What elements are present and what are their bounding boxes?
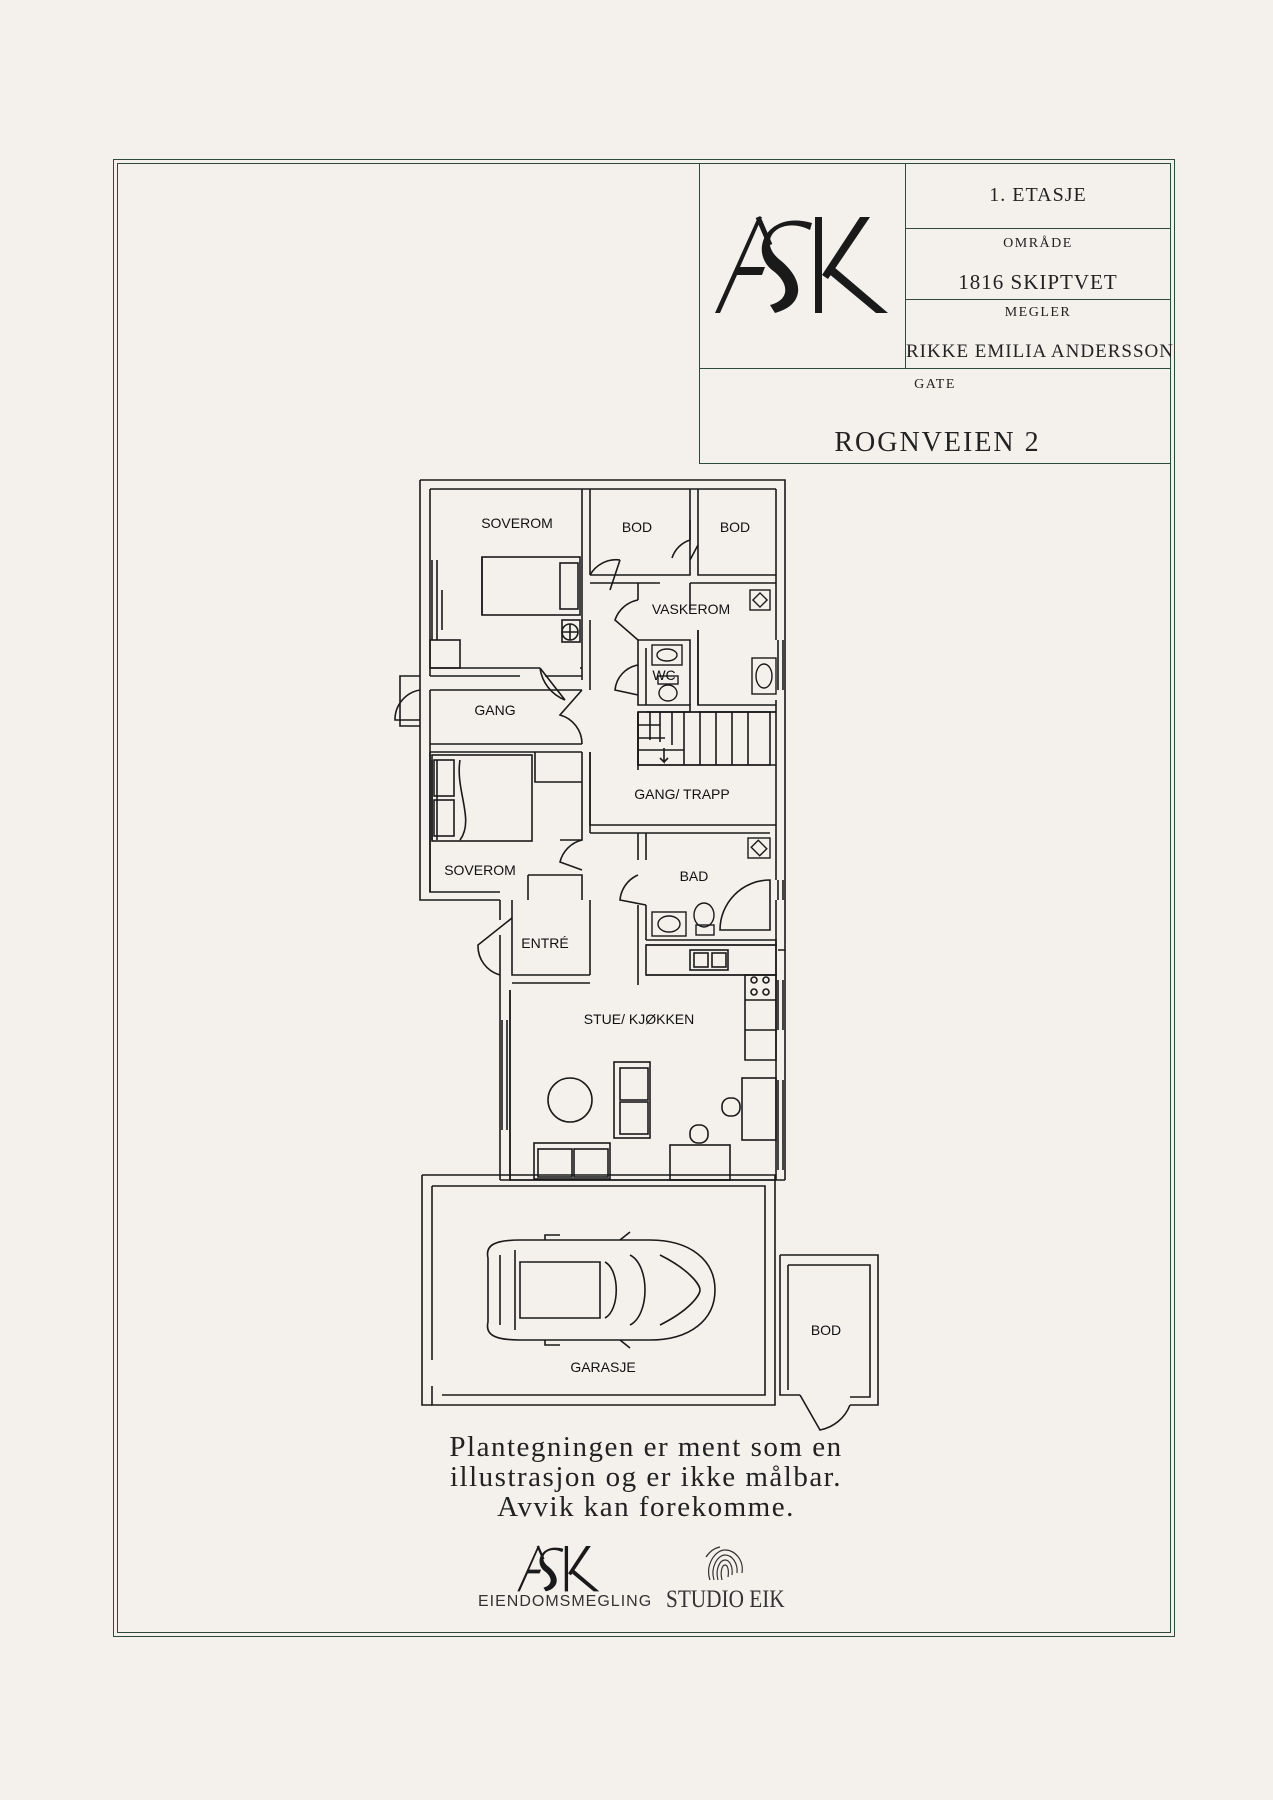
room-label-entre: ENTRÉ: [521, 935, 568, 951]
room-label-stue-kjokken: STUE/ KJØKKEN: [584, 1011, 694, 1027]
room-label-vaskerom: VASKEROM: [652, 601, 730, 617]
ask-logo: [715, 216, 888, 313]
broker-cell: [905, 299, 1171, 369]
inner-frame: [117, 163, 1171, 1633]
disclaimer-line-3: Avvik kan forekomme.: [497, 1491, 795, 1523]
room-label-bod-3: BOD: [811, 1322, 841, 1338]
disclaimer-line-2: illustrasjon og er ikke målbar.: [449, 1461, 842, 1493]
footer-ask-logo: [517, 1545, 600, 1592]
room-label-soverom-2: SOVEROM: [444, 862, 516, 878]
outer-frame: [113, 159, 1175, 1637]
street-label: GATE: [914, 377, 956, 392]
disclaimer-line-1: Plantegningen er ment som en: [449, 1431, 843, 1463]
room-label-garasje: GARASJE: [570, 1359, 635, 1375]
room-label-wc: WC: [652, 667, 675, 683]
broker-value: RIKKE EMILIA ANDERSSON: [906, 341, 1174, 362]
footer-studio-eik: STUDIO EIK: [666, 1586, 785, 1613]
room-label-soverom-1: SOVEROM: [481, 515, 553, 531]
room-label-gang-trapp: GANG/ TRAPP: [634, 786, 729, 802]
studio-eik-fingerprint-icon: [705, 1546, 743, 1581]
footer-ask-subtitle: EIENDOMSMEGLING: [478, 1593, 653, 1610]
street-value: ROGNVEIEN 2: [834, 427, 1041, 458]
room-label-gang: GANG: [474, 702, 515, 718]
floor-label: 1. ETASJE: [989, 184, 1087, 206]
room-label-bod-1: BOD: [622, 519, 652, 535]
room-label-bod-2: BOD: [720, 519, 750, 535]
disclaimer: Plantegningen er ment som en illustrasjo…: [400, 1432, 892, 1522]
broker-label: MEGLER: [1004, 305, 1072, 320]
room-label-bad: BAD: [680, 868, 709, 884]
area-label: OMRÅDE: [1003, 236, 1073, 251]
car-icon: [486, 1231, 716, 1349]
area-value: 1816 SKIPTVET: [958, 270, 1118, 294]
